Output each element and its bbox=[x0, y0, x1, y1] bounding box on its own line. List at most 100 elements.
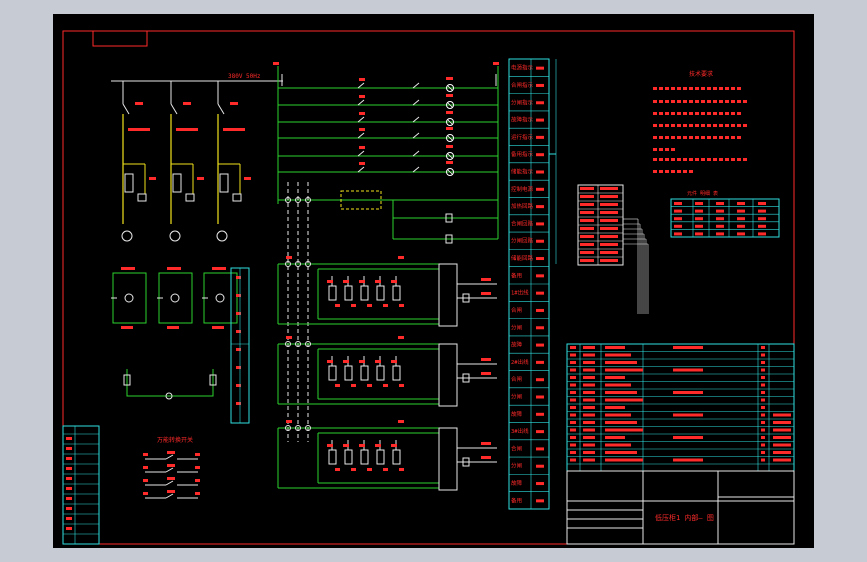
relay-label bbox=[327, 280, 333, 283]
bus-node bbox=[285, 425, 291, 431]
tech-req-glyph bbox=[689, 170, 693, 173]
bom-index bbox=[570, 458, 576, 462]
control-contact bbox=[357, 82, 365, 89]
bom-name bbox=[605, 361, 637, 364]
tech-req-glyph bbox=[719, 100, 723, 103]
terminal-number bbox=[536, 135, 544, 139]
part-cell bbox=[737, 217, 745, 221]
meter-box-label bbox=[236, 366, 241, 369]
relay-contact-box bbox=[328, 365, 337, 381]
relay-contact-box bbox=[392, 365, 401, 381]
relay-contact-box bbox=[392, 449, 401, 465]
part-cell bbox=[674, 224, 682, 228]
relay-label bbox=[335, 304, 340, 307]
block-label bbox=[398, 420, 404, 423]
tech-req-glyph bbox=[701, 124, 705, 127]
tech-req-glyph bbox=[653, 136, 657, 139]
tech-req-glyph bbox=[719, 112, 723, 115]
relay-contact-box bbox=[376, 365, 385, 381]
relay-contact-box bbox=[328, 449, 337, 465]
bom-index bbox=[570, 421, 576, 424]
tech-req-glyph bbox=[701, 158, 705, 161]
rotary-contact bbox=[165, 493, 174, 499]
block-label bbox=[398, 336, 404, 339]
terminal-label: 分闸 bbox=[511, 462, 522, 470]
tech-req-glyph bbox=[731, 124, 735, 127]
tech-req-glyph bbox=[677, 100, 681, 103]
relay-label bbox=[375, 360, 381, 363]
block-label bbox=[286, 256, 292, 259]
leader-label bbox=[600, 187, 618, 190]
rev-label bbox=[66, 457, 72, 460]
block-label bbox=[286, 336, 292, 339]
rev-label bbox=[66, 487, 72, 490]
bom-name bbox=[605, 391, 637, 394]
part-cell bbox=[695, 217, 703, 221]
terminal-strip-rows: 电源指示合闸指示分闸指示故障指示运行指示备用指示储能指示控制电源加热回路合闸回路… bbox=[509, 58, 549, 504]
bom-spec bbox=[673, 413, 703, 417]
bom-qty bbox=[761, 361, 765, 364]
tech-req-glyph bbox=[671, 87, 675, 90]
rev-label bbox=[66, 447, 72, 450]
breaker-contact bbox=[122, 103, 130, 115]
branch-label bbox=[223, 128, 245, 131]
tech-req-glyph bbox=[737, 136, 741, 139]
tech-req-glyph bbox=[719, 136, 723, 139]
rotary-contact bbox=[165, 467, 174, 473]
tech-req-glyph bbox=[653, 87, 657, 90]
terminal-label: 备用 bbox=[511, 271, 522, 279]
contact-label bbox=[359, 78, 365, 81]
terminal-box bbox=[438, 343, 458, 407]
tech-req-glyph bbox=[695, 87, 699, 90]
part-cell bbox=[758, 209, 766, 213]
tech-req-title: 技术要求 bbox=[689, 70, 713, 78]
tech-req-glyph bbox=[677, 112, 681, 115]
leader-label bbox=[600, 259, 618, 262]
leader-label bbox=[580, 219, 594, 222]
relay-label bbox=[367, 384, 372, 387]
tech-req-glyph bbox=[665, 87, 669, 90]
rotary-label bbox=[143, 453, 148, 456]
control-contact bbox=[357, 150, 365, 157]
bom-name bbox=[605, 346, 625, 349]
part-cell bbox=[737, 209, 745, 213]
rotary-label bbox=[195, 492, 200, 495]
meter-box-label bbox=[236, 312, 241, 315]
lamp-cross bbox=[447, 135, 453, 141]
bom-qty bbox=[761, 368, 765, 372]
part-cell bbox=[716, 232, 724, 236]
control-circuit bbox=[273, 62, 499, 491]
tech-req-glyph bbox=[731, 112, 735, 115]
tech-req-glyph bbox=[683, 136, 687, 139]
terminal-box bbox=[438, 263, 458, 327]
contact-label bbox=[359, 95, 365, 98]
terminal-label: 分闸回路 bbox=[511, 237, 534, 245]
bom-index bbox=[570, 391, 576, 394]
control-contact bbox=[357, 99, 365, 106]
tech-req-glyph bbox=[665, 148, 669, 151]
bom-remark bbox=[773, 421, 791, 424]
tech-req-glyph bbox=[683, 124, 687, 127]
breaker-label bbox=[183, 102, 191, 105]
relay-label bbox=[335, 384, 340, 387]
terminal-label: 合闸回路 bbox=[511, 219, 534, 227]
tech-req-glyph bbox=[701, 87, 705, 90]
control-contact bbox=[412, 82, 420, 89]
cad-drawing-canvas: 380V 50Hz 万能转换开关 电源指示合闸指示分闸指示故障指示运行指示备用指… bbox=[62, 30, 795, 545]
rotary-switch-title: 万能转换开关 bbox=[157, 436, 193, 444]
tech-req-glyph bbox=[737, 112, 741, 115]
tech-req-glyph bbox=[695, 100, 699, 103]
terminal-label: 3#出线 bbox=[511, 427, 529, 435]
tech-req-glyph bbox=[683, 112, 687, 115]
bom-name bbox=[605, 428, 643, 432]
part-cell bbox=[737, 202, 745, 205]
lamp-label bbox=[446, 94, 453, 97]
drawing-code-box bbox=[92, 30, 148, 47]
coil-box bbox=[445, 234, 453, 244]
tech-req-glyph bbox=[695, 124, 699, 127]
tech-req-glyph bbox=[671, 148, 675, 151]
leader-label bbox=[600, 219, 618, 222]
tech-req-glyph bbox=[677, 170, 681, 173]
part-cell bbox=[695, 209, 703, 213]
meter-block bbox=[111, 267, 250, 424]
